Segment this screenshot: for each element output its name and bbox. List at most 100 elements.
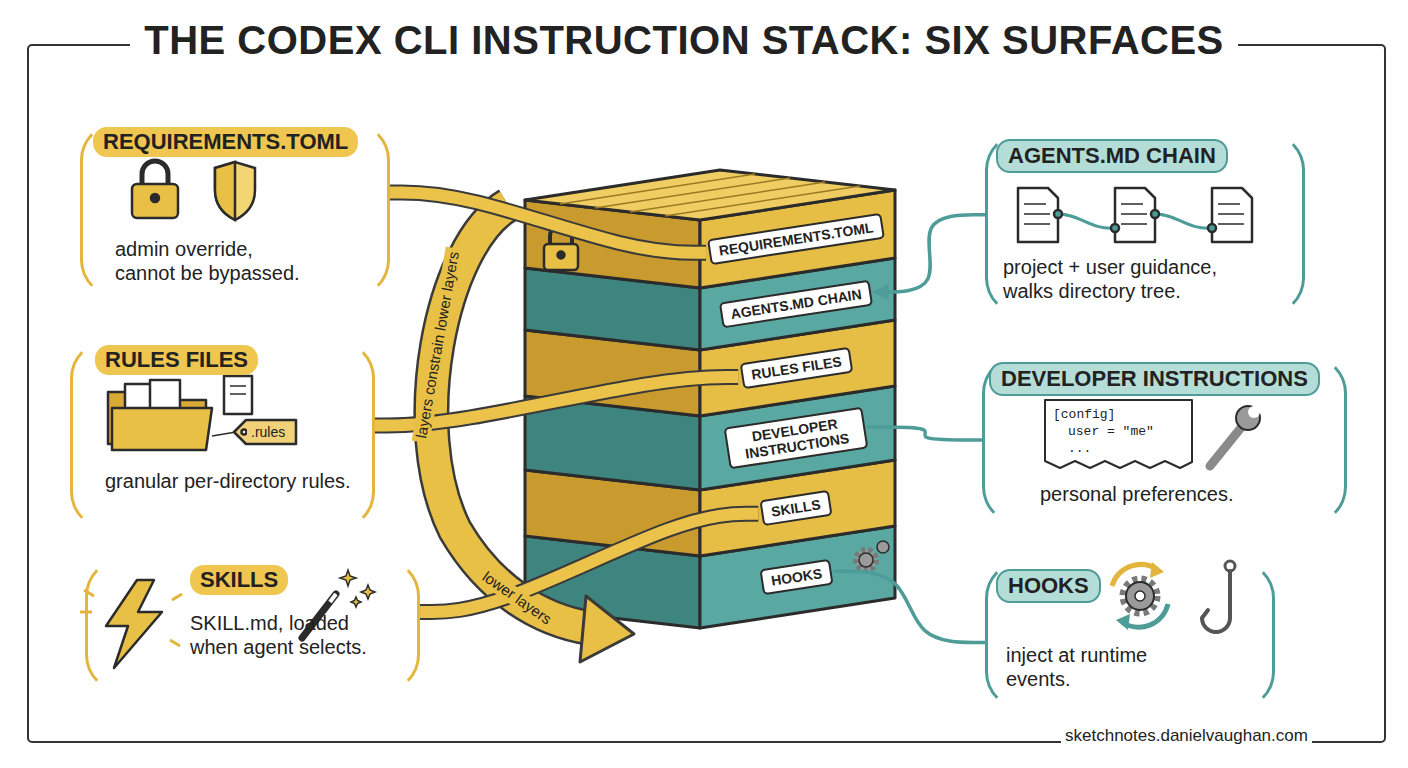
doc-line [230,385,246,387]
lightning-icon [80,580,182,668]
lock-body [132,184,178,218]
label-box: layers constrain lower layers [411,246,463,443]
callout-heading: REQUIREMENTS.TOML [93,127,358,157]
label-box: .rules [247,423,289,441]
doc-chain-icons [1018,188,1252,242]
gear [877,541,889,553]
callout-heading: RULES FILES [95,345,258,375]
layer-label: HOOKS [770,565,823,589]
wrench-icon [1210,406,1260,466]
config-line: user = "me" [1068,424,1154,440]
connector-line [874,215,985,292]
title-box: THE CODEX CLI INSTRUCTION STACK: SIX SUR… [130,18,1238,63]
ribbon [420,514,758,612]
wrench-head [1236,406,1260,430]
label-box: [config] [1053,404,1115,423]
arrow-label: lower layers [476,565,558,630]
callout-body: personal preferences. [1040,482,1300,506]
connector [390,192,706,252]
keyhole [558,252,565,259]
star [361,585,375,599]
callout-body: granular per-directory rules. [105,469,355,493]
callout-body: admin override, cannot be bypassed. [115,237,315,285]
callout-panel: RULES FILES granular per-directory rules. [70,340,375,530]
connector [834,571,985,642]
tag-string [212,432,236,436]
connector [874,215,985,292]
callout-heading: SKILLS [190,565,288,595]
stripe [560,174,755,204]
star [351,597,361,607]
layer-label: RULES FILES [750,353,842,383]
document [1018,188,1058,242]
lock-shield-icons [132,161,255,220]
layer-label: AGENTS.MD CHAIN [730,286,863,322]
hook-icons [1112,561,1235,632]
lock-body [544,244,578,270]
top-stripes [560,174,860,216]
spark [170,640,180,646]
stack-layer: DEVELOPER INSTRUCTIONS [724,407,869,470]
stripe [665,186,860,216]
stripe [595,178,790,208]
callout-panel: SKILLS SKILL.md, loaded when agent select… [85,558,420,693]
folder-front [112,408,212,450]
gear [859,553,873,567]
document [1115,188,1155,242]
wrench-jaw [1248,406,1260,418]
star [340,570,356,586]
note-paper [1045,400,1192,468]
callout-body: inject at runtime events. [1006,643,1206,691]
tag [234,420,296,444]
frame [28,45,1385,742]
stack-layer: AGENTS.MD CHAIN [719,280,873,329]
wand-tip [330,594,336,602]
layer-label: SKILLS [770,496,822,519]
layer-label: REQUIREMENTS.TOML [718,219,875,259]
watermark: sketchnotes.danielvaughan.com [1061,726,1312,746]
document [1212,188,1252,242]
keyhole [151,194,159,202]
ribbon-outline [420,514,758,612]
chain-dot [1151,210,1159,218]
arrow-head [580,596,634,662]
connector-line [868,427,982,440]
gear-hub [1135,591,1145,601]
chain-dot [1054,210,1062,218]
stack-layer: REQUIREMENTS.TOML [707,213,885,265]
label-box: ... [1068,438,1091,457]
stripe [630,182,825,212]
ribbon [390,192,706,252]
arrow-label: layers constrain lower layers [411,246,463,443]
connector [420,514,758,612]
doc-line [230,393,246,395]
wrench-handle [1210,424,1244,466]
label-box: sketchnotes.danielvaughan.com [1061,726,1312,746]
layer-label: DEVELOPER INSTRUCTIONS [734,413,857,463]
callout-panel: HOOKSinject at runtime events. [985,560,1275,710]
gear [1126,582,1154,610]
gear-teeth [856,550,876,570]
shield [215,162,255,220]
document [224,376,252,414]
cycle-head [1116,614,1130,630]
label-box: user = "me" [1068,421,1154,440]
callout-body: SKILL.md, loaded when agent selects. [190,611,385,659]
chain-dot [1208,224,1216,232]
callout-heading: AGENTS.MD CHAIN [996,139,1228,173]
config-note [1045,400,1192,468]
callout-panel: DEVELOPER INSTRUCTIONS personal preferenc… [982,355,1347,525]
tag-label: .rules [247,424,289,441]
callout-heading: DEVELOPER INSTRUCTIONS [989,362,1320,396]
title: THE CODEX CLI INSTRUCTION STACK: SIX SUR… [130,18,1238,63]
config-line: ... [1068,441,1091,457]
connector [868,427,982,440]
folder-icons [108,376,296,450]
cycle-head [1150,562,1164,578]
chain-link [1058,214,1212,228]
ribbon-outline [390,192,706,252]
callout-body: project + user guidance, walks directory… [1003,255,1263,303]
fish-hook [1202,571,1230,632]
lightning [106,580,162,668]
chain-dot [1111,224,1119,232]
